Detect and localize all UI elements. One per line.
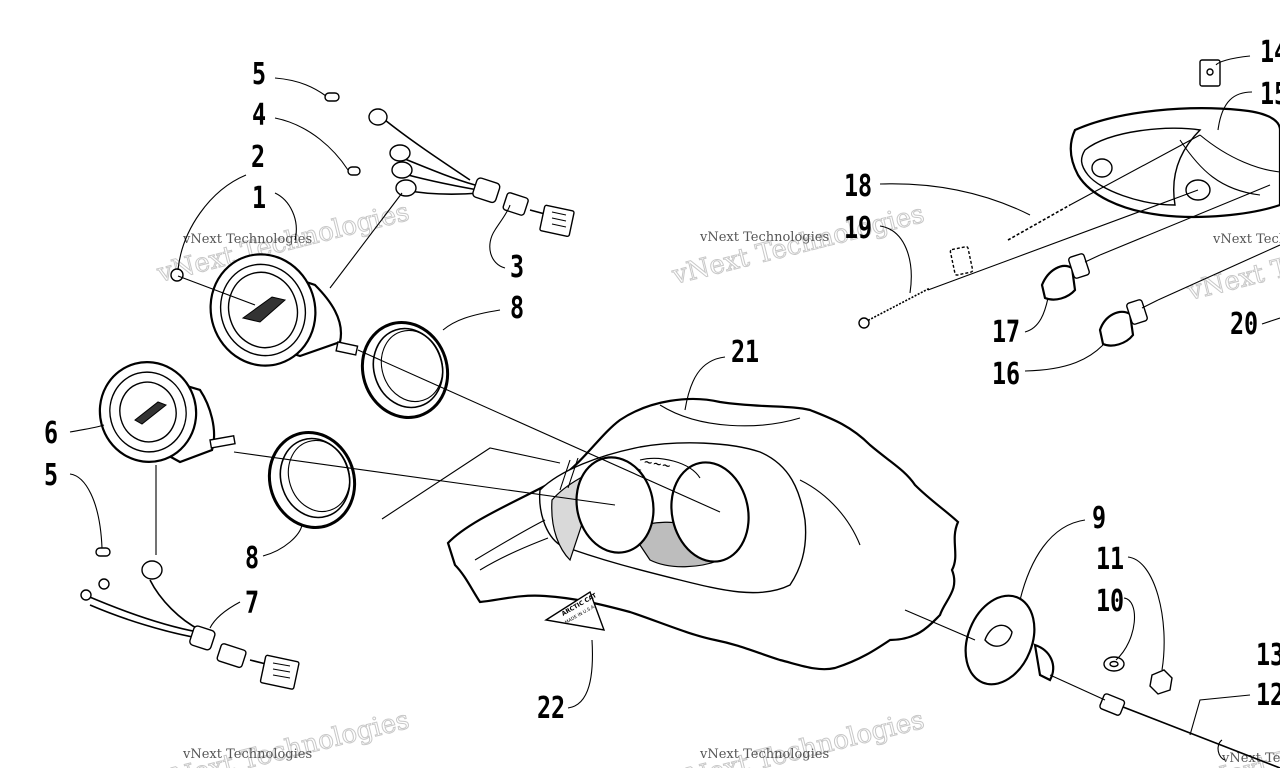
callout-19: 19 <box>844 211 872 246</box>
headlight-housing-part-15 <box>1069 107 1280 219</box>
wire-harness-part-3 <box>368 108 575 237</box>
callout-14: 14 <box>1260 35 1280 70</box>
socket-part-16 <box>1098 299 1159 347</box>
watermark-small-text: vNext Technologies <box>699 747 829 762</box>
callout-12: 12 <box>1256 678 1280 713</box>
callout-16: 16 <box>992 357 1020 392</box>
callout-7: 7 <box>245 586 259 621</box>
callout-9: 9 <box>1092 501 1106 536</box>
callout-leaders <box>69 55 1280 736</box>
watermark-small-text: vNext Technologies <box>182 232 312 247</box>
watermark-text: vNext Technologies <box>1183 215 1280 307</box>
callout-18: 18 <box>844 169 872 204</box>
adjuster-screw-part-19 <box>858 245 974 329</box>
watermark-text: vNext Technologies <box>668 199 927 291</box>
bulb-part-4 <box>347 166 361 176</box>
watermark-left-bottom: vNext Technologies vNext Technologies <box>153 705 413 768</box>
washer-part-10 <box>1103 656 1125 672</box>
instrument-hood-part-21: ~~~ <box>446 397 960 671</box>
wire-harness-part-7 <box>80 560 300 690</box>
bulb-part-5-bottom <box>95 547 111 557</box>
callout-6: 6 <box>44 416 58 451</box>
callout-11: 11 <box>1096 542 1124 577</box>
socket-part-17 <box>1040 253 1101 301</box>
callout-1: 1 <box>252 181 266 216</box>
callout-21: 21 <box>731 335 759 370</box>
watermark-small-text: vNext Technologies <box>699 230 829 245</box>
callout-5-bottom: 5 <box>44 458 58 493</box>
callout-13: 13 <box>1256 638 1280 673</box>
cable-part-12 <box>1099 693 1280 768</box>
clip-part-14 <box>1199 59 1221 87</box>
assembly-lines <box>155 189 1199 701</box>
callout-20: 20 <box>1230 307 1258 342</box>
callout-8-upper: 8 <box>510 291 524 326</box>
bulb-part-20 <box>1099 184 1280 301</box>
watermark-center-bottom: vNext Technologies vNext Technologies <box>668 705 928 768</box>
callout-17: 17 <box>992 315 1020 350</box>
callout-labels: 5 4 2 1 3 8 6 5 8 7 21 22 9 11 10 13 12 … <box>44 35 1280 726</box>
hood-logo-text: ~~~ <box>642 455 671 473</box>
watermark-small-text: vNext Technologies <box>1212 232 1280 247</box>
nut-part-11 <box>1149 669 1173 695</box>
bezel-ring-upper-part-8 <box>360 321 450 419</box>
callout-22: 22 <box>537 691 565 726</box>
watermark-right-top: vNext Technologies vNext Technologies <box>1183 215 1280 308</box>
callout-8-lower: 8 <box>245 541 259 576</box>
grommet-part-9 <box>964 594 1055 686</box>
watermark-small-text: vNext Technologies <box>182 747 312 762</box>
bezel-ring-lower-part-8 <box>267 431 357 529</box>
bulb-part-2 <box>170 268 184 282</box>
callout-4: 4 <box>252 98 266 133</box>
spring-part-18 <box>1007 134 1201 241</box>
callout-2: 2 <box>251 140 265 175</box>
callout-10: 10 <box>1096 584 1124 619</box>
callout-3: 3 <box>510 250 524 285</box>
gauge-part-1 <box>209 253 359 367</box>
gauge-part-6 <box>98 361 236 464</box>
callout-5-top: 5 <box>252 57 266 92</box>
bulb-part-5-top <box>324 92 340 102</box>
callout-15: 15 <box>1260 77 1280 112</box>
watermark-center-top: vNext Technologies vNext Technologies <box>668 199 928 292</box>
